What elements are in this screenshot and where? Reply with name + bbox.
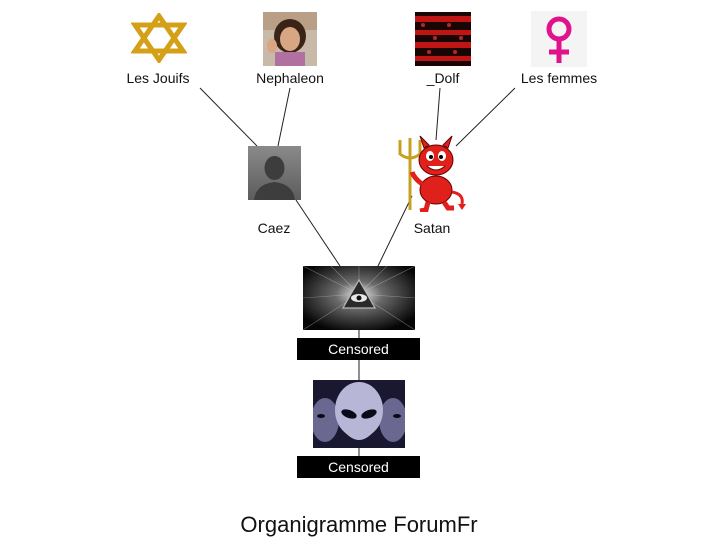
all-seeing-eye-image bbox=[303, 266, 415, 330]
connector-nephaleon-caez bbox=[277, 87, 291, 147]
les-femmes-label: Les femmes bbox=[520, 70, 598, 86]
diagram-title: Organigramme ForumFr bbox=[240, 512, 478, 537]
les-jouifs-label: Les Jouifs bbox=[126, 70, 190, 86]
caez-label: Caez bbox=[257, 220, 291, 236]
satan-label: Satan bbox=[413, 220, 451, 236]
connector-caez-eye bbox=[295, 199, 341, 267]
default-avatar-icon bbox=[248, 146, 301, 200]
star-of-david-icon bbox=[131, 13, 187, 63]
devil-icon bbox=[398, 135, 466, 212]
alien-image bbox=[313, 380, 405, 448]
dolf-label: _Dolf bbox=[426, 70, 460, 86]
nephaleon-label: Nephaleon bbox=[256, 70, 324, 86]
eye-censored-label: Censored bbox=[297, 338, 420, 360]
dolf-photo bbox=[415, 12, 471, 66]
connector-femmes-satan bbox=[455, 87, 516, 147]
connector-jouifs-caez bbox=[199, 87, 258, 147]
venus-symbol-icon bbox=[531, 11, 587, 67]
alien-censored-label: Censored bbox=[297, 456, 420, 478]
connector-dolf-satan bbox=[435, 87, 441, 141]
nephaleon-photo bbox=[263, 12, 317, 66]
connector-satan-eye bbox=[377, 195, 413, 267]
